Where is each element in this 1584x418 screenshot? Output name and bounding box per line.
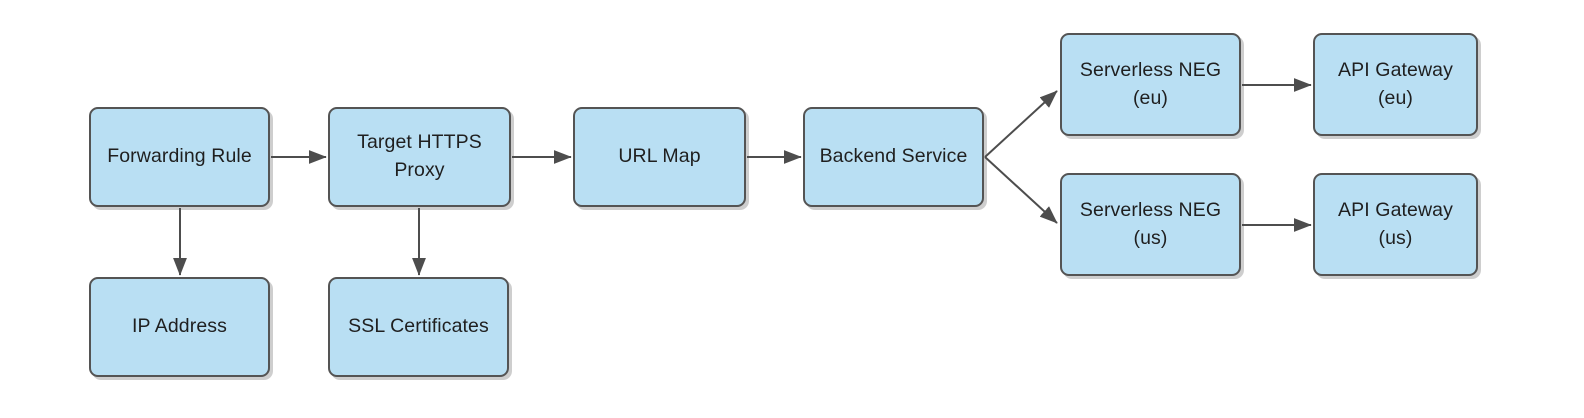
node-forwarding-rule-label: Forwarding Rule	[107, 145, 252, 168]
node-url-map[interactable]: URL Map	[573, 107, 746, 207]
node-api-gateway-us-label: API Gateway (us)	[1338, 198, 1453, 249]
edge-backend-service-to-serverless-neg-eu	[984, 90, 1058, 158]
node-api-gateway-us[interactable]: API Gateway (us)	[1313, 173, 1478, 276]
node-target-https-proxy[interactable]: Target HTTPS Proxy	[328, 107, 511, 207]
node-serverless-neg-us[interactable]: Serverless NEG (us)	[1060, 173, 1241, 276]
node-ssl-certificates-label: SSL Certificates	[348, 315, 489, 338]
node-backend-service-label: Backend Service	[819, 145, 968, 168]
node-api-gateway-eu-label: API Gateway (eu)	[1338, 58, 1453, 109]
node-serverless-neg-eu-label: Serverless NEG (eu)	[1079, 58, 1222, 109]
node-ssl-certificates[interactable]: SSL Certificates	[328, 277, 509, 377]
node-serverless-neg-us-label: Serverless NEG (us)	[1079, 198, 1222, 249]
node-api-gateway-eu[interactable]: API Gateway (eu)	[1313, 33, 1478, 136]
node-url-map-label: URL Map	[618, 145, 701, 168]
node-forwarding-rule[interactable]: Forwarding Rule	[89, 107, 270, 207]
node-ip-address-label: IP Address	[132, 315, 227, 338]
node-backend-service[interactable]: Backend Service	[803, 107, 984, 207]
node-target-https-proxy-label: Target HTTPS Proxy	[357, 131, 482, 181]
node-ip-address[interactable]: IP Address	[89, 277, 270, 377]
edge-backend-service-to-serverless-neg-us	[984, 156, 1058, 224]
node-serverless-neg-eu[interactable]: Serverless NEG (eu)	[1060, 33, 1241, 136]
